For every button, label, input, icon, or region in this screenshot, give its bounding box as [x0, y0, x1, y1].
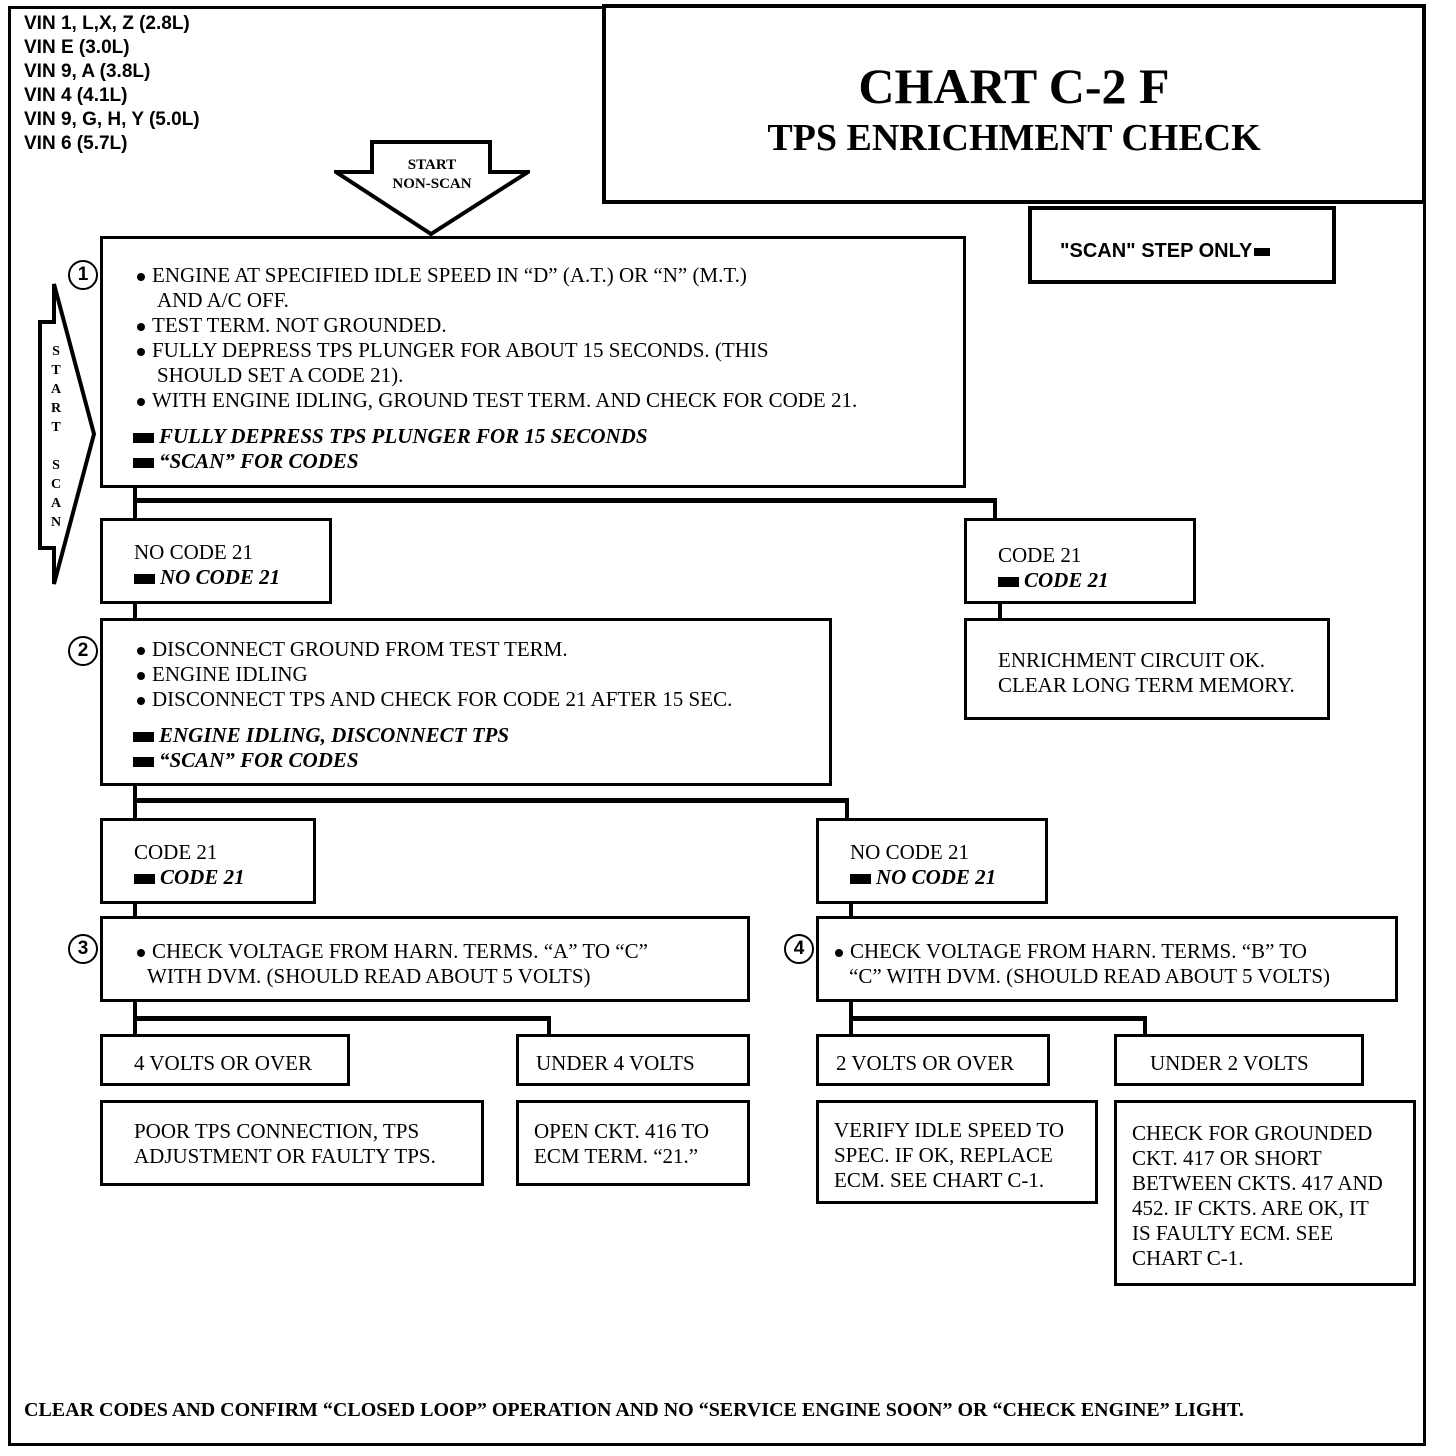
- connector: [133, 798, 849, 803]
- connector: [849, 904, 853, 918]
- s3-over-4-volts-box: 4 VOLTS OR OVER: [100, 1034, 350, 1086]
- scan-marker-icon: [133, 458, 154, 469]
- result-code-21-box: CODE 21 CODE 21: [964, 518, 1196, 604]
- start-nonscan-label: START NON-SCAN: [392, 157, 472, 192]
- scan-marker-icon: [1254, 247, 1271, 256]
- step1-box: ENGINE AT SPECIFIED IDLE SPEED IN “D” (A…: [100, 236, 966, 488]
- verify-idle-speed-box: VERIFY IDLE SPEED TO SPEC. IF OK, REPLAC…: [816, 1100, 1098, 1204]
- bullet-icon: [137, 348, 145, 357]
- scan-marker-icon: [850, 874, 871, 885]
- scan-marker-icon: [133, 757, 154, 768]
- connector: [133, 1016, 551, 1021]
- vin-line: VIN 1, L,X, Z (2.8L): [24, 13, 190, 34]
- footer-note: CLEAR CODES AND CONFIRM “CLOSED LOOP” OP…: [24, 1399, 1244, 1421]
- connector: [993, 498, 997, 520]
- title-box: CHART C-2 F TPS ENRICHMENT CHECK: [602, 4, 1426, 204]
- bullet-icon: [137, 273, 145, 282]
- vin-line: VIN 9, A (3.8L): [24, 61, 151, 82]
- start-scan-letter: R: [50, 401, 62, 416]
- scan-marker-icon: [134, 874, 155, 885]
- scan-marker-icon: [133, 433, 154, 444]
- chart-subtitle: TPS ENRICHMENT CHECK: [767, 117, 1261, 159]
- scan-marker-icon: [133, 732, 154, 743]
- step3-box: CHECK VOLTAGE FROM HARN. TERMS. “A” TO “…: [100, 916, 750, 1002]
- vin-line: VIN 9, G, H, Y (5.0L): [24, 109, 200, 130]
- connector: [849, 1016, 1147, 1021]
- start-scan-letter: S: [52, 458, 60, 473]
- bullet-icon: [137, 647, 145, 656]
- start-scan-letter: A: [50, 496, 62, 511]
- step-number-2: 2: [68, 636, 98, 666]
- open-ckt-416-box: OPEN CKT. 416 TO ECM TERM. “21.”: [516, 1100, 750, 1186]
- step-number-4: 4: [784, 934, 814, 964]
- vin-list: VIN 1, L,X, Z (2.8L) VIN E (3.0L) VIN 9,…: [24, 12, 200, 156]
- step-number-1: 1: [68, 260, 98, 290]
- bullet-icon: [137, 323, 145, 332]
- connector: [133, 488, 137, 520]
- result-code-21-box: CODE 21 CODE 21: [100, 818, 316, 904]
- bullet-icon: [835, 949, 843, 958]
- check-grounded-ckt-box: CHECK FOR GROUNDED CKT. 417 OR SHORT BET…: [1114, 1100, 1416, 1286]
- connector: [133, 498, 997, 503]
- start-scan-letter: S: [52, 344, 60, 359]
- step-number-3: 3: [68, 934, 98, 964]
- start-scan-letter: T: [51, 420, 61, 435]
- connector: [547, 1016, 551, 1036]
- start-scan-letter: N: [50, 515, 62, 530]
- connector: [133, 604, 137, 620]
- start-scan-arrow-icon: [38, 283, 97, 585]
- step2-box: DISCONNECT GROUND FROM TEST TERM. ENGINE…: [100, 618, 832, 786]
- bullet-icon: [137, 672, 145, 681]
- vin-line: VIN 4 (4.1L): [24, 85, 128, 106]
- enrichment-ok-box: ENRICHMENT CIRCUIT OK. CLEAR LONG TERM M…: [964, 618, 1330, 720]
- start-scan-letter: [48, 437, 64, 456]
- s4-under-2-volts-box: UNDER 2 VOLTS: [1114, 1034, 1364, 1086]
- start-scan-letter: A: [50, 382, 62, 397]
- connector: [133, 786, 137, 820]
- connector: [133, 904, 137, 918]
- bullet-icon: [137, 398, 145, 407]
- poor-tps-connection-box: POOR TPS CONNECTION, TPS ADJUSTMENT OR F…: [100, 1100, 484, 1186]
- scan-marker-icon: [998, 577, 1019, 588]
- scan-step-only-box: "SCAN" STEP ONLY: [1028, 206, 1336, 284]
- connector: [998, 604, 1002, 620]
- vin-line: VIN 6 (5.7L): [24, 133, 128, 154]
- connector: [845, 798, 849, 820]
- start-scan-letter: T: [51, 363, 61, 378]
- bullet-icon: [137, 949, 145, 958]
- start-scan-letter: C: [50, 477, 62, 492]
- step4-box: CHECK VOLTAGE FROM HARN. TERMS. “B” TO “…: [816, 916, 1398, 1002]
- bullet-icon: [137, 697, 145, 706]
- vin-line: VIN E (3.0L): [24, 37, 130, 58]
- connector: [1143, 1016, 1147, 1036]
- s3-under-4-volts-box: UNDER 4 VOLTS: [516, 1034, 750, 1086]
- result-no-code-21-box: NO CODE 21 NO CODE 21: [816, 818, 1048, 904]
- scan-marker-icon: [134, 574, 155, 585]
- start-nonscan-arrow-icon: [334, 140, 530, 236]
- s4-over-2-volts-box: 2 VOLTS OR OVER: [816, 1034, 1050, 1086]
- scan-step-only-label: "SCAN" STEP ONLY: [1060, 240, 1253, 262]
- chart-title: CHART C-2 F: [858, 58, 1170, 114]
- result-no-code-21-box: NO CODE 21 NO CODE 21: [100, 518, 332, 604]
